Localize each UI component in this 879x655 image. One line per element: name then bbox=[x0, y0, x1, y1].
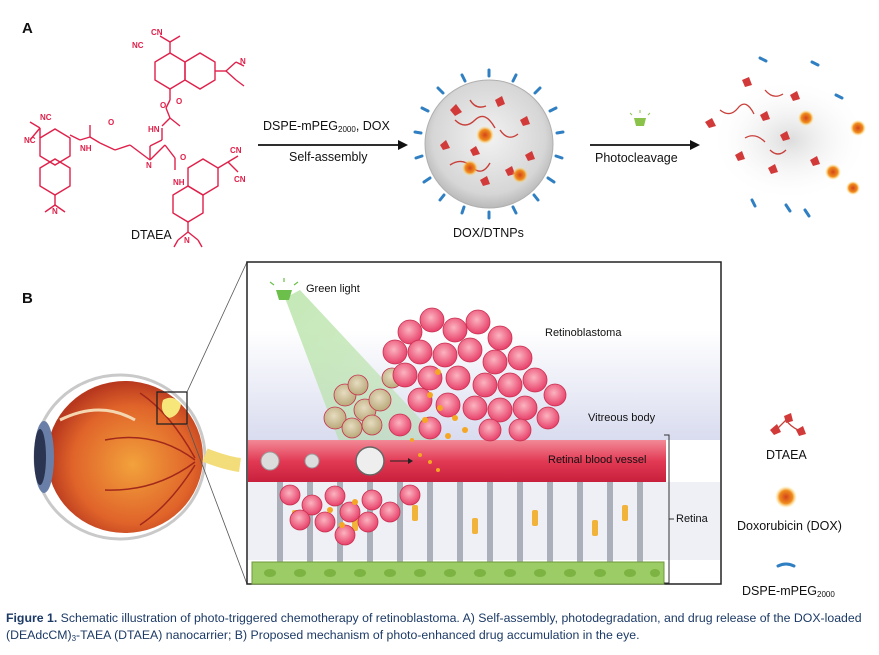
panel-b-label: B bbox=[22, 290, 33, 307]
caption-text: Schematic illustration of photo-triggere… bbox=[6, 611, 862, 642]
arrow1-top-label: DSPE-mPEG2000, DOX bbox=[263, 119, 390, 134]
legend-dox-icon bbox=[775, 486, 797, 508]
atom-label: CN bbox=[151, 28, 163, 37]
light-bulb-icon bbox=[629, 110, 651, 126]
retina-zoom-panel bbox=[246, 261, 722, 585]
legend-dox-label: Doxorubicin (DOX) bbox=[737, 519, 842, 533]
self-assembly-label: Self-assembly bbox=[289, 150, 368, 164]
atom-label: O bbox=[108, 118, 114, 127]
retinoblastoma-label: Retinoblastoma bbox=[545, 327, 622, 339]
atom-label: O bbox=[160, 101, 166, 110]
atom-label: N bbox=[240, 57, 246, 66]
atom-label: CN bbox=[234, 175, 246, 184]
vitreous-body-label: Vitreous body bbox=[588, 412, 656, 424]
vessel-label: Retinal blood vessel bbox=[548, 454, 647, 466]
photocleavage-label: Photocleavage bbox=[595, 151, 678, 165]
caption-text-2: -TAEA (DTAEA) nanocarrier; B) Proposed m… bbox=[76, 628, 640, 642]
atom-label: NH bbox=[80, 144, 92, 153]
atom-label: N bbox=[146, 161, 152, 170]
green-light-source-icon bbox=[269, 278, 299, 300]
dox-dtnps-label: DOX/DTNPs bbox=[453, 226, 524, 240]
eye-illustration bbox=[33, 261, 248, 585]
atom-label: CN bbox=[230, 146, 242, 155]
panel-a-label: A bbox=[22, 20, 33, 37]
caption-figure-number: Figure 1. bbox=[6, 611, 58, 625]
dtaea-structure bbox=[29, 35, 245, 248]
figure-caption: Figure 1. Schematic illustration of phot… bbox=[6, 611, 862, 643]
legend-dtaea-label: DTAEA bbox=[766, 448, 807, 462]
dtaea-label: DTAEA bbox=[131, 228, 172, 242]
atom-label: NC bbox=[40, 113, 52, 122]
arrow-head bbox=[398, 140, 408, 150]
dtaea-atom-labels: CN NC N O O HN N NC NC NH O N NH O CN CN… bbox=[24, 28, 246, 245]
atom-label: N bbox=[184, 236, 190, 245]
legend-dtaea-icon bbox=[770, 413, 806, 436]
atom-label: NH bbox=[173, 178, 185, 187]
retinoblastoma-cells bbox=[279, 307, 567, 546]
atom-label: HN bbox=[148, 125, 160, 134]
atom-label: O bbox=[180, 153, 186, 162]
green-light-label: Green light bbox=[306, 283, 360, 295]
arrow-head bbox=[690, 140, 700, 150]
legend-peg-icon bbox=[776, 562, 796, 568]
atom-label: O bbox=[176, 97, 182, 106]
atom-label: NC bbox=[132, 41, 144, 50]
retina-label: Retina bbox=[676, 513, 708, 525]
released-fragments bbox=[705, 56, 870, 218]
atom-label: N bbox=[52, 207, 58, 216]
atom-label: NC bbox=[24, 136, 36, 145]
nanoparticle-dtnp bbox=[413, 68, 565, 220]
legend-peg-label: DSPE-mPEG2000 bbox=[742, 584, 835, 599]
